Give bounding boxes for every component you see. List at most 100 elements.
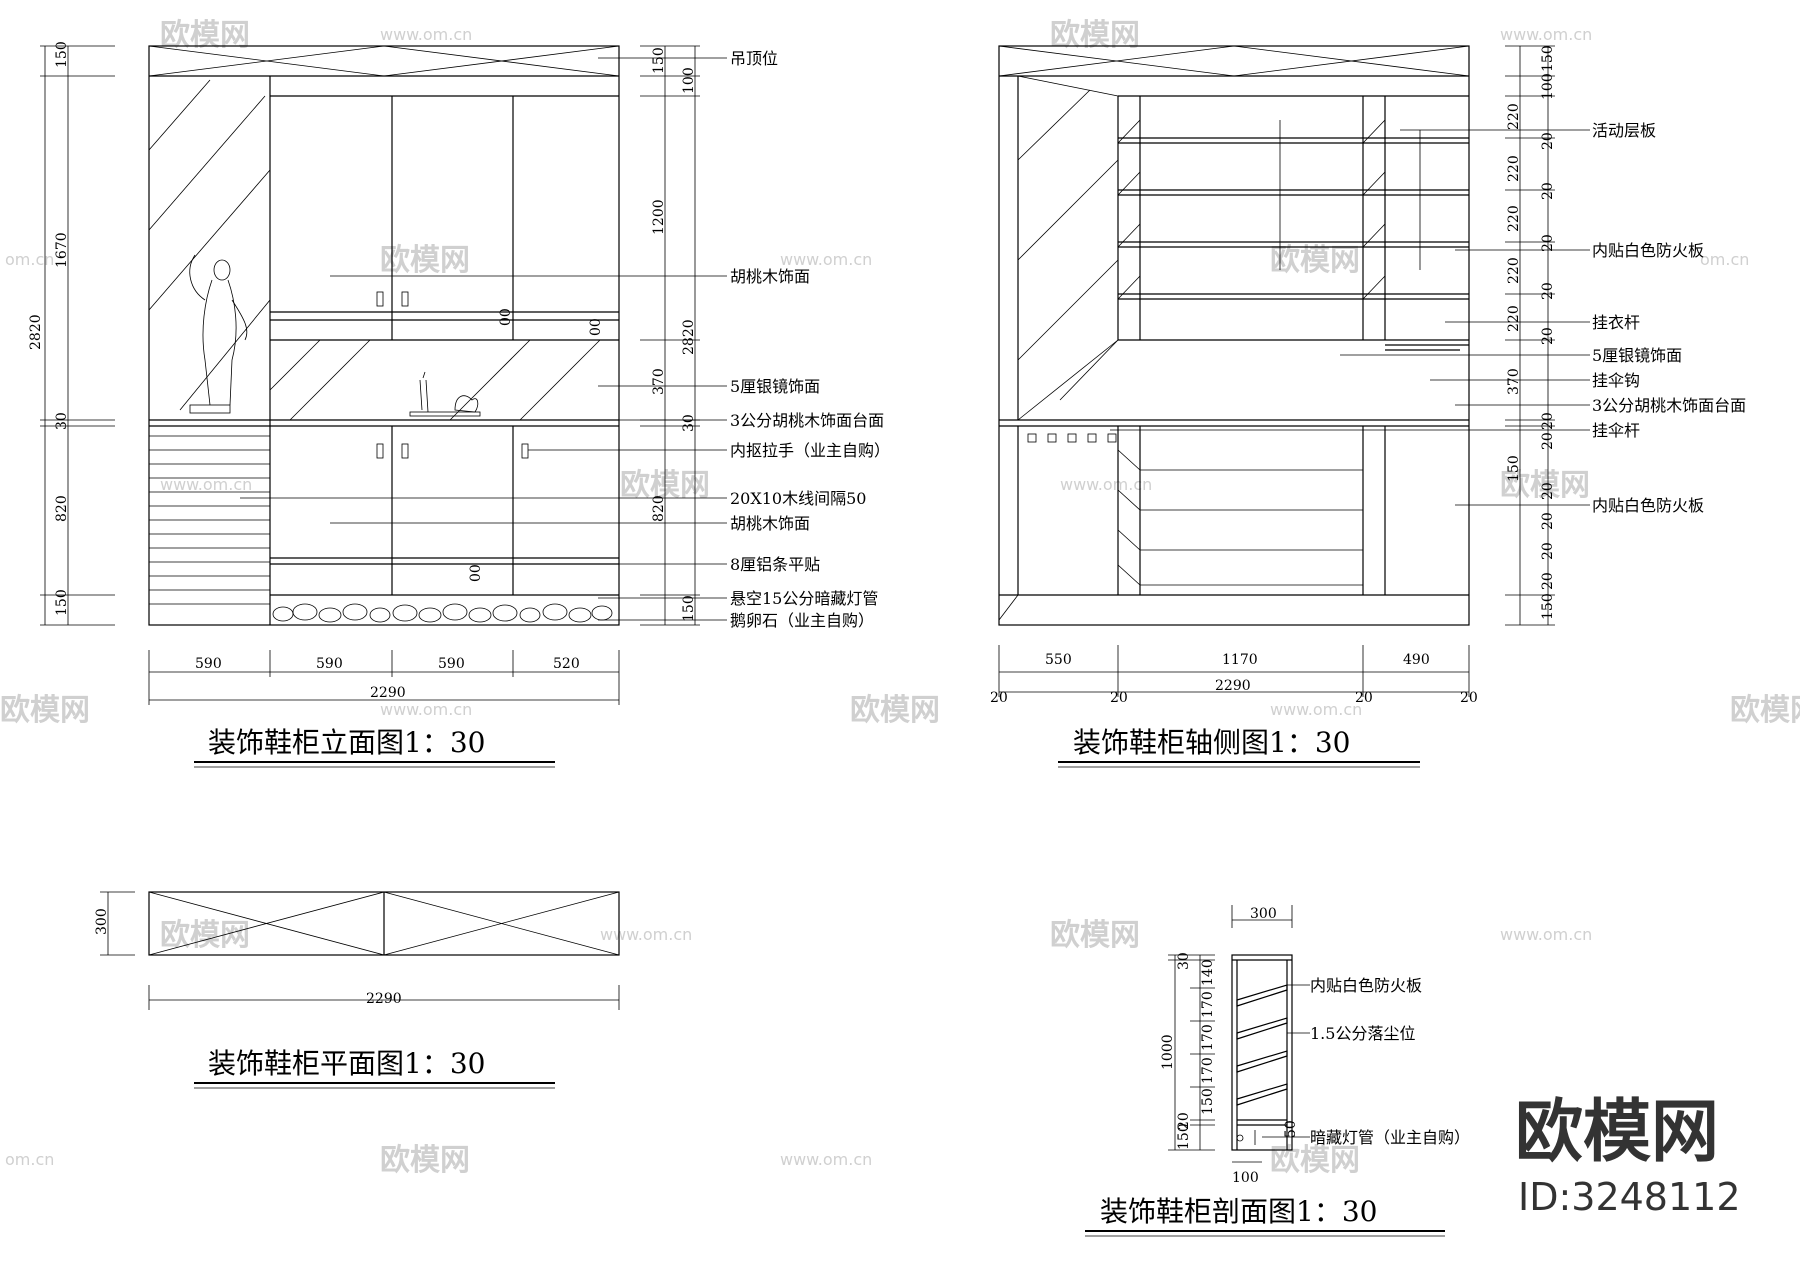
- counter-decor: [409, 371, 481, 417]
- note: 暗藏灯管（业主自购）: [1310, 1128, 1470, 1147]
- watermark-brand: 欧模网: [380, 1143, 470, 1178]
- section-dim-left: 20: [1176, 1112, 1192, 1130]
- watermark-brand: 欧模网: [850, 693, 940, 728]
- section-dim-top: 300: [1250, 906, 1277, 922]
- axo-outline: [998, 45, 1470, 626]
- note: 20X10木线间隔50: [730, 489, 866, 508]
- dim-right: 20: [1540, 132, 1556, 150]
- plan-dim-depth: 300: [94, 908, 110, 935]
- dim-right: 150: [681, 595, 697, 622]
- note: 悬空15公分暗藏灯管: [730, 589, 878, 608]
- logo-id: ID:3248112: [1518, 1175, 1741, 1219]
- section-shelves: [1236, 984, 1288, 1126]
- dim-right: 150: [651, 47, 667, 74]
- note: 1.5公分落尘位: [1310, 1024, 1415, 1043]
- note: 吊顶位: [730, 49, 778, 68]
- watermark-brand: 欧模网: [1050, 918, 1140, 953]
- dim-left: 150: [54, 589, 70, 616]
- upper-shelves: [1117, 119, 1469, 300]
- dim-right-total: 2820: [681, 319, 697, 355]
- dim-right: 220: [1506, 103, 1522, 130]
- section-title: 装饰鞋柜剖面图1：30: [1100, 1195, 1377, 1228]
- plan-dim-width: 2290: [366, 991, 402, 1007]
- elevation-view: 00 00 00 150 1670 2820 30 820 150 150 10…: [28, 41, 890, 768]
- dim-bottom: 20: [1355, 690, 1373, 706]
- section-dim-left: 150: [1176, 1123, 1192, 1150]
- dim-right: 30: [681, 414, 697, 432]
- axo-leaders: [1110, 129, 1590, 506]
- note: 胡桃木饰面: [730, 514, 810, 533]
- dim-right: 20: [1540, 412, 1556, 430]
- dim-bottom: 550: [1045, 652, 1072, 668]
- dim-right: 100: [1540, 73, 1556, 100]
- note: 3公分胡桃木饰面台面: [1592, 396, 1746, 415]
- note: 5厘银镜饰面: [1592, 346, 1682, 365]
- watermark-url: www.om.cn: [600, 925, 692, 944]
- umbrella-hooks: [1027, 433, 1117, 443]
- dim-left: 820: [54, 495, 70, 522]
- dim-right: 820: [651, 495, 667, 522]
- watermark-url: www.om.cn: [1270, 700, 1362, 719]
- wood-strips: [149, 435, 270, 605]
- dim-right: 150: [1540, 45, 1556, 72]
- axo-view: 150 100 220 20 220 20 220 20 220 20 220 …: [990, 45, 1746, 768]
- statue-figure: [189, 254, 248, 414]
- logo-text: 欧模网: [1515, 1093, 1719, 1172]
- section-dim-left: 150: [1200, 1088, 1216, 1115]
- watermark-brand: 欧模网: [1050, 18, 1140, 53]
- dim-right: 1200: [651, 199, 667, 235]
- dim-bottom: 590: [316, 656, 343, 672]
- inner-mark: 00: [498, 308, 514, 326]
- dim-right: 220: [1506, 257, 1522, 284]
- plan-title: 装饰鞋柜平面图1：30: [208, 1047, 485, 1080]
- watermark-url: www.om.cn: [160, 475, 252, 494]
- watermark-brand: 欧模网: [1270, 243, 1360, 278]
- dim-right: 20: [1540, 542, 1556, 560]
- dim-bottom-total: 2290: [370, 685, 406, 701]
- dim-right: 20: [1540, 327, 1556, 345]
- watermark-url: www.om.cn: [380, 700, 472, 719]
- dim-bottom: 1170: [1222, 652, 1258, 668]
- watermark-url-short: om.cn: [5, 250, 54, 269]
- dim-right: 220: [1506, 205, 1522, 232]
- note: 内贴白色防火板: [1592, 241, 1704, 260]
- axo-title: 装饰鞋柜轴侧图1：30: [1073, 726, 1350, 759]
- inner-mark: 00: [468, 564, 484, 582]
- note: 胡桃木饰面: [730, 267, 810, 286]
- watermark-url: www.om.cn: [780, 250, 872, 269]
- note: 鹅卵石（业主自购）: [730, 611, 874, 630]
- watermark-url-short: om.cn: [5, 1150, 54, 1169]
- dim-right: 370: [651, 368, 667, 395]
- watermark-brand: 欧模网: [1730, 693, 1800, 728]
- dim-bottom: 20: [1460, 690, 1478, 706]
- dim-right: 220: [1506, 155, 1522, 182]
- pebbles: [272, 603, 613, 623]
- dim-bottom-total: 2290: [1215, 678, 1251, 694]
- dim-right: 20: [1540, 182, 1556, 200]
- section-dim-left: 30: [1176, 952, 1192, 970]
- section-view: 300 30 140 170 170 170 150 1: [1085, 905, 1470, 1237]
- dim-left: 1670: [54, 232, 70, 268]
- dim-right: 100: [681, 67, 697, 94]
- section-dim-total: 1000: [1160, 1034, 1176, 1070]
- dim-right: 150: [1540, 593, 1556, 620]
- watermark-url: www.om.cn: [1500, 25, 1592, 44]
- section-outline: [1231, 954, 1293, 1151]
- dim-left-total: 2820: [28, 314, 44, 350]
- dim-bottom: 590: [438, 656, 465, 672]
- note: 挂衣杆: [1592, 313, 1640, 332]
- dim-right: 20: [1540, 572, 1556, 590]
- watermark-url-short: om.cn: [1700, 250, 1749, 269]
- note: 5厘银镜饰面: [730, 377, 820, 396]
- dim-bottom: 20: [990, 690, 1008, 706]
- dim-bottom: 20: [1110, 690, 1128, 706]
- note: 8厘铝条平贴: [730, 555, 820, 574]
- section-dim-left: 170: [1200, 1024, 1216, 1051]
- inner-mark: 00: [588, 318, 604, 336]
- watermark-url: www.om.cn: [780, 1150, 872, 1169]
- elevation-title: 装饰鞋柜立面图1：30: [208, 726, 485, 759]
- watermark-brand: 欧模网: [1270, 1143, 1360, 1178]
- light-tube-symbol: [1236, 1134, 1244, 1142]
- plan-view: 300 2290 装饰鞋柜平面图1：30: [94, 891, 620, 1089]
